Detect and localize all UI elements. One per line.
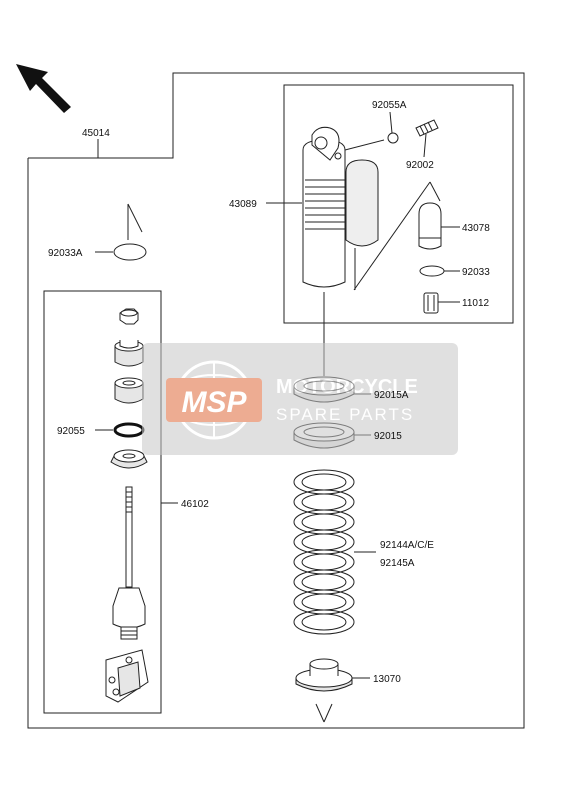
assembly-frame — [27, 72, 525, 729]
circlip-left-part — [95, 203, 147, 261]
watermark-line2: SPARE PARTS — [276, 405, 414, 424]
label-adjuster-nut: 92015 — [374, 431, 402, 442]
shock-body-part — [302, 126, 379, 290]
label-o-ring-left: 92055 — [57, 426, 85, 437]
spring-seat-arrow — [315, 703, 333, 723]
label-shock-body: 43089 — [229, 199, 257, 210]
label-circlip-right: 92033 — [462, 267, 490, 278]
watermark-line1: MOTORCYCLE — [276, 376, 418, 398]
shock-body-frame — [283, 84, 514, 324]
label-locknut: 92015A — [374, 390, 409, 401]
cap-part — [423, 292, 439, 314]
label-assembly: 45014 — [82, 128, 110, 139]
watermark-logo-box — [166, 378, 262, 422]
watermark-logo: MSP — [181, 386, 247, 419]
label-spring-a: 92144A/C/E — [380, 540, 434, 551]
watermark-background — [142, 343, 458, 455]
rod-bushing-2-part — [114, 377, 144, 404]
rod-assembly-frame — [43, 290, 162, 714]
label-o-ring-top: 92055A — [372, 100, 407, 111]
label-reservoir: 43078 — [462, 223, 490, 234]
clevis-part — [105, 649, 149, 703]
label-rod-assy: 46102 — [181, 499, 209, 510]
watermark: MSP MOTORCYCLE SPARE PARTS — [142, 343, 458, 455]
circlip-right-part — [419, 265, 445, 277]
o-ring-left-part — [113, 422, 145, 438]
rod-bushing-1-part — [114, 340, 144, 367]
label-valve: 92002 — [406, 160, 434, 171]
spring-seat-part — [295, 658, 353, 692]
label-spring-seat: 13070 — [373, 674, 401, 685]
rod-cup-part — [110, 449, 148, 469]
o-ring-top-part — [387, 132, 399, 144]
reservoir-part — [418, 202, 442, 250]
rod-nut-part — [119, 308, 139, 325]
label-circlip-left: 92033A — [48, 248, 83, 259]
valve-part — [415, 119, 439, 137]
piston-rod-part — [112, 486, 146, 640]
front-direction-arrow-icon — [16, 64, 71, 113]
label-spring-b: 92145A — [380, 558, 415, 569]
label-cap: 11012 — [462, 298, 490, 309]
coil-spring-part — [293, 469, 355, 635]
